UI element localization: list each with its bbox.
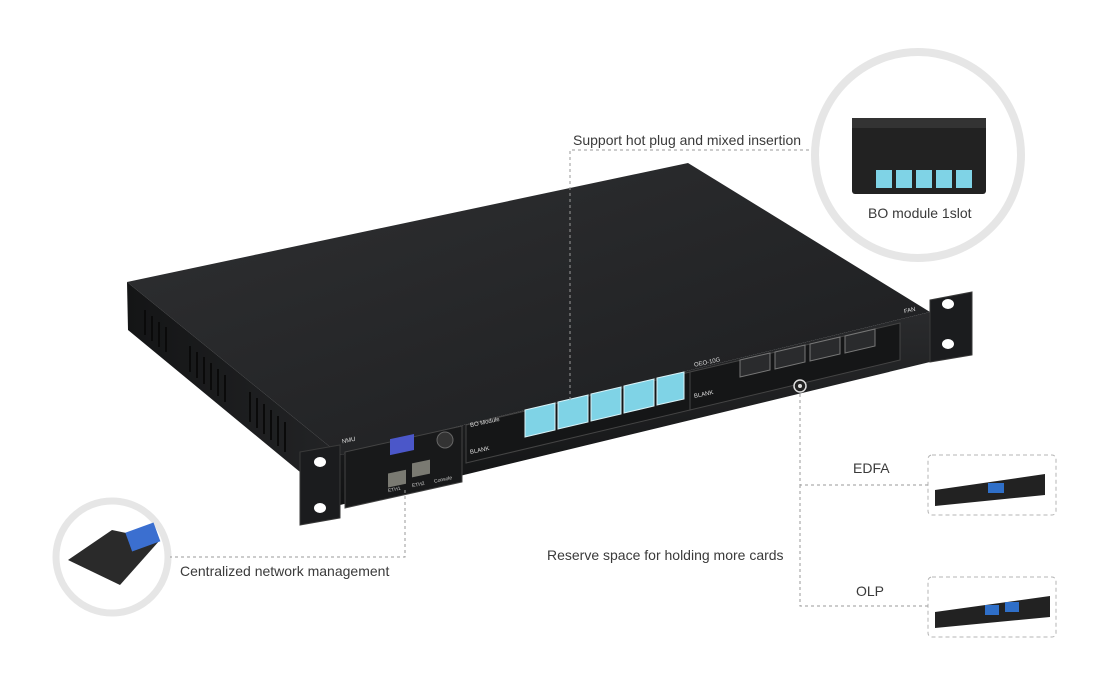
nmu-lcd [390,434,414,456]
lc-adapters [524,371,685,438]
eth1-port [388,469,406,488]
left-rack-ear [299,444,341,526]
chassis-side [127,282,340,505]
sfp-cages [739,328,876,378]
hot-plug-label: Support hot plug and mixed insertion [573,132,802,148]
edfa-label: EDFA [853,460,890,476]
olp-label: OLP [856,583,885,599]
leader-lines [170,149,928,607]
side-vents [144,310,286,452]
network-management-label: Centralized network management [180,563,390,579]
bo-module-label: BO module 1slot [868,205,972,221]
right-rack-ear [929,291,973,363]
eth2-port [412,459,430,478]
nmu-module [344,425,463,509]
chassis-top [127,163,930,455]
reserve-space-label: Reserve space for holding more cards [547,547,784,563]
